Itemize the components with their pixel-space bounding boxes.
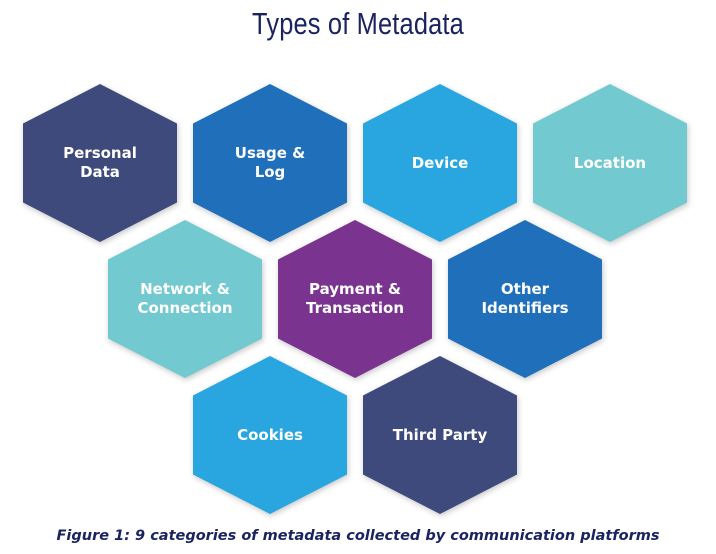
- hexagon-personal-data: Personal Data: [23, 84, 177, 242]
- hexagon-label: Device: [411, 153, 469, 172]
- hexagon-label: Cookies: [237, 425, 303, 444]
- hexagon-location: Location: [533, 84, 687, 242]
- hexagon-other-identifiers: Other Identifiers: [448, 220, 602, 378]
- hexagon-shape: Personal Data: [23, 84, 177, 242]
- hexagon-cookies: Cookies: [193, 356, 347, 514]
- hexagon-label: Payment & Transaction: [305, 280, 405, 317]
- hexagon-network-connection: Network & Connection: [108, 220, 262, 378]
- hexagon-shape: Third Party: [363, 356, 517, 514]
- hexagon-label: Location: [573, 153, 647, 172]
- hexagon-label: Network & Connection: [137, 280, 233, 317]
- hexagon-shape: Cookies: [193, 356, 347, 514]
- figure-caption: Figure 1: 9 categories of metadata colle…: [56, 528, 660, 544]
- hexagon-shape: Usage & Log: [193, 84, 347, 242]
- hexagon-shape: Device: [363, 84, 517, 242]
- hexagon-label: Third Party: [392, 425, 488, 444]
- hexagon-payment-transaction: Payment & Transaction: [278, 220, 432, 378]
- hexagon-shape: Location: [533, 84, 687, 242]
- hexagon-label: Usage & Log: [234, 144, 306, 181]
- hexagon-shape: Payment & Transaction: [278, 220, 432, 378]
- diagram-title: Types of Metadata: [252, 6, 464, 41]
- hexagon-label: Other Identifiers: [481, 280, 569, 317]
- hexagon-shape: Other Identifiers: [448, 220, 602, 378]
- hexagon-device: Device: [363, 84, 517, 242]
- hexagon-label: Personal Data: [63, 144, 137, 181]
- hexagon-third-party: Third Party: [363, 356, 517, 514]
- hexagon-shape: Network & Connection: [108, 220, 262, 378]
- hexagon-usage-log: Usage & Log: [193, 84, 347, 242]
